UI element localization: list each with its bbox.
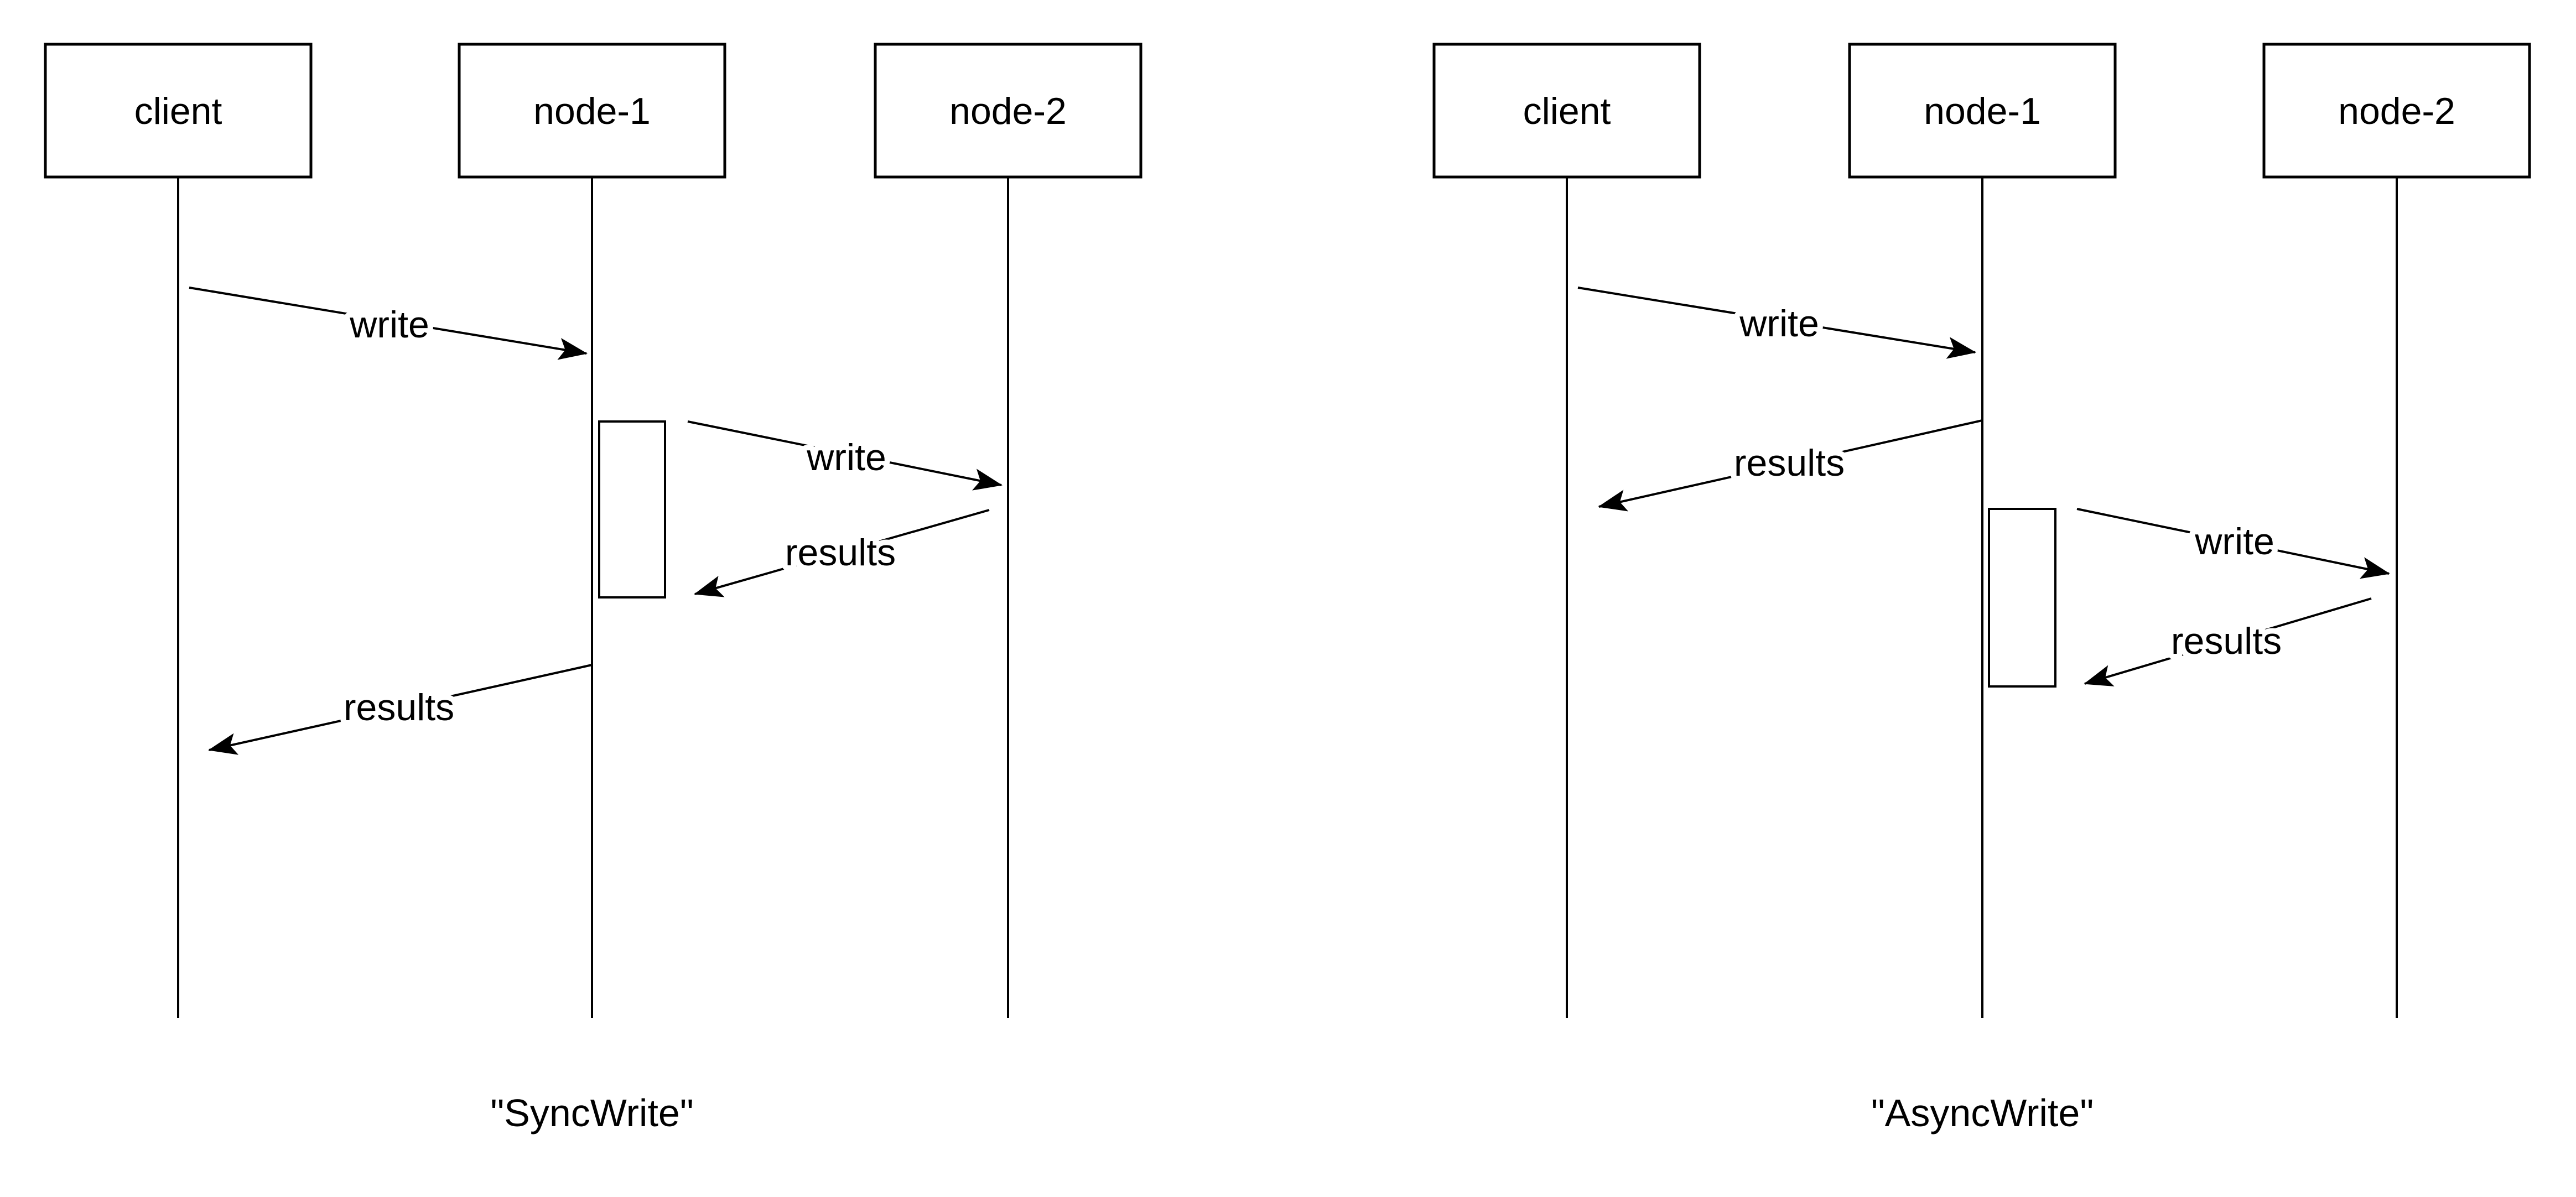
actor-box-node-2: [874, 43, 1142, 179]
message-arrow-results-node-2-to-node-1: [2084, 597, 2372, 686]
diagram-caption-syncwrite: "SyncWrite": [490, 1091, 693, 1134]
message-label-results-1: results: [785, 532, 896, 574]
message-arrow-results-node-1-to-client: [208, 664, 593, 755]
actor-label-client: client: [134, 90, 222, 132]
message-arrow-write-node-1-to-node-2: [2076, 508, 2390, 579]
actor-label-node-2: node-2: [2338, 90, 2455, 132]
actor-box-node-2: [2262, 43, 2531, 179]
actor-label-client: client: [1523, 90, 1611, 132]
message-arrow-write-node-1-to-node-2: [687, 420, 1003, 491]
message-arrow-results-node-2-to-node-1: [694, 509, 990, 597]
message-label-write-1: write: [1739, 303, 1819, 345]
actor-box-node-1: [458, 43, 726, 179]
message-arrow-write-client-to-node-1: [189, 287, 588, 360]
message-label-write-1: write: [349, 304, 429, 346]
activation-box-node-1: [1988, 508, 2056, 688]
actor-box-node-1: [1848, 43, 2117, 179]
message-arrow-write-client-to-node-1: [1577, 287, 1976, 359]
actor-label-node-2: node-2: [949, 90, 1067, 132]
message-label-write-2: write: [806, 436, 886, 478]
diagram-syncwrite: client node-1 node-2 write write results…: [44, 43, 1142, 1134]
message-label-write-2: write: [2194, 521, 2274, 563]
message-label-results-2: results: [2171, 620, 2282, 662]
diagram-asyncwrite: client node-1 node-2 write results write…: [1432, 43, 2531, 1134]
actor-label-node-1: node-1: [1924, 90, 2041, 132]
activation-box-node-1: [598, 420, 666, 598]
message-label-results-2: results: [344, 686, 454, 728]
actor-box-client: [1432, 43, 1701, 179]
message-arrow-results-node-1-to-client: [1598, 419, 1983, 512]
actor-box-client: [44, 43, 313, 179]
message-label-results-1: results: [1734, 442, 1845, 484]
actor-label-node-1: node-1: [533, 90, 651, 132]
diagram-caption-asyncwrite: "AsyncWrite": [1871, 1091, 2094, 1134]
